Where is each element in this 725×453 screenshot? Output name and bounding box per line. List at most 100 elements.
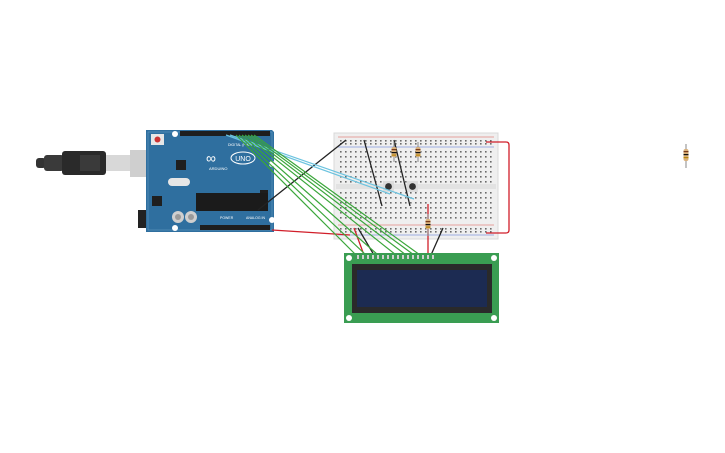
- breadboard-hole[interactable]: [380, 212, 382, 214]
- breadboard-hole[interactable]: [480, 192, 482, 194]
- breadboard-hole[interactable]: [350, 228, 352, 230]
- breadboard-hole[interactable]: [410, 166, 412, 168]
- breadboard-hole[interactable]: [365, 140, 367, 142]
- breadboard-hole[interactable]: [385, 197, 387, 199]
- breadboard-hole[interactable]: [410, 231, 412, 233]
- breadboard-hole[interactable]: [445, 212, 447, 214]
- breadboard-hole[interactable]: [480, 161, 482, 163]
- breadboard-hole[interactable]: [465, 151, 467, 153]
- breadboard-hole[interactable]: [445, 228, 447, 230]
- breadboard-hole[interactable]: [390, 151, 392, 153]
- breadboard-hole[interactable]: [450, 171, 452, 173]
- breadboard-hole[interactable]: [425, 202, 427, 204]
- breadboard-hole[interactable]: [445, 202, 447, 204]
- breadboard-hole[interactable]: [485, 156, 487, 158]
- breadboard-hole[interactable]: [405, 192, 407, 194]
- breadboard-hole[interactable]: [405, 228, 407, 230]
- breadboard-hole[interactable]: [390, 207, 392, 209]
- breadboard-hole[interactable]: [420, 166, 422, 168]
- breadboard-hole[interactable]: [440, 228, 442, 230]
- breadboard-hole[interactable]: [455, 231, 457, 233]
- breadboard-hole[interactable]: [410, 161, 412, 163]
- breadboard-hole[interactable]: [430, 140, 432, 142]
- breadboard-hole[interactable]: [360, 151, 362, 153]
- resistor-1[interactable]: [391, 142, 397, 162]
- breadboard-hole[interactable]: [395, 166, 397, 168]
- breadboard-hole[interactable]: [360, 161, 362, 163]
- breadboard-hole[interactable]: [365, 202, 367, 204]
- breadboard-hole[interactable]: [365, 161, 367, 163]
- breadboard-hole[interactable]: [350, 181, 352, 183]
- breadboard-hole[interactable]: [430, 143, 432, 145]
- breadboard-hole[interactable]: [400, 231, 402, 233]
- breadboard-hole[interactable]: [420, 212, 422, 214]
- breadboard-hole[interactable]: [415, 212, 417, 214]
- breadboard-hole[interactable]: [395, 231, 397, 233]
- breadboard-hole[interactable]: [480, 202, 482, 204]
- breadboard-hole[interactable]: [365, 143, 367, 145]
- breadboard-hole[interactable]: [385, 228, 387, 230]
- breadboard-hole[interactable]: [415, 143, 417, 145]
- breadboard-hole[interactable]: [425, 217, 427, 219]
- breadboard-hole[interactable]: [455, 156, 457, 158]
- breadboard-hole[interactable]: [435, 231, 437, 233]
- breadboard-hole[interactable]: [450, 161, 452, 163]
- breadboard-hole[interactable]: [415, 228, 417, 230]
- breadboard-hole[interactable]: [410, 217, 412, 219]
- breadboard-hole[interactable]: [410, 156, 412, 158]
- breadboard-hole[interactable]: [435, 192, 437, 194]
- breadboard-hole[interactable]: [460, 151, 462, 153]
- breadboard-hole[interactable]: [345, 217, 347, 219]
- breadboard-hole[interactable]: [470, 228, 472, 230]
- breadboard-hole[interactable]: [415, 192, 417, 194]
- breadboard-hole[interactable]: [380, 143, 382, 145]
- breadboard-hole[interactable]: [400, 156, 402, 158]
- breadboard-hole[interactable]: [370, 231, 372, 233]
- breadboard-hole[interactable]: [480, 197, 482, 199]
- breadboard-hole[interactable]: [490, 161, 492, 163]
- breadboard-hole[interactable]: [485, 161, 487, 163]
- breadboard-hole[interactable]: [370, 202, 372, 204]
- breadboard-hole[interactable]: [425, 231, 427, 233]
- breadboard-hole[interactable]: [345, 156, 347, 158]
- breadboard-hole[interactable]: [355, 161, 357, 163]
- breadboard-hole[interactable]: [425, 151, 427, 153]
- breadboard-hole[interactable]: [355, 176, 357, 178]
- breadboard-hole[interactable]: [340, 228, 342, 230]
- breadboard-hole[interactable]: [400, 202, 402, 204]
- breadboard-hole[interactable]: [400, 176, 402, 178]
- breadboard-hole[interactable]: [350, 192, 352, 194]
- breadboard-hole[interactable]: [365, 156, 367, 158]
- lcd-pin[interactable]: [392, 255, 394, 259]
- breadboard-hole[interactable]: [435, 161, 437, 163]
- breadboard-hole[interactable]: [400, 140, 402, 142]
- breadboard-hole[interactable]: [405, 231, 407, 233]
- breadboard-hole[interactable]: [400, 151, 402, 153]
- breadboard-hole[interactable]: [445, 161, 447, 163]
- breadboard-hole[interactable]: [390, 166, 392, 168]
- breadboard-hole[interactable]: [440, 151, 442, 153]
- lcd-pins[interactable]: [357, 255, 434, 259]
- breadboard-hole[interactable]: [460, 202, 462, 204]
- breadboard-hole[interactable]: [490, 197, 492, 199]
- breadboard-hole[interactable]: [435, 151, 437, 153]
- breadboard-hole[interactable]: [440, 217, 442, 219]
- breadboard-hole[interactable]: [490, 217, 492, 219]
- breadboard-hole[interactable]: [390, 212, 392, 214]
- breadboard-hole[interactable]: [445, 166, 447, 168]
- breadboard-hole[interactable]: [375, 217, 377, 219]
- breadboard-hole[interactable]: [480, 140, 482, 142]
- breadboard-hole[interactable]: [445, 143, 447, 145]
- breadboard-hole[interactable]: [420, 228, 422, 230]
- breadboard-hole[interactable]: [470, 202, 472, 204]
- breadboard-hole[interactable]: [485, 140, 487, 142]
- breadboard-hole[interactable]: [380, 140, 382, 142]
- breadboard-hole[interactable]: [420, 156, 422, 158]
- breadboard-hole[interactable]: [445, 217, 447, 219]
- breadboard-hole[interactable]: [345, 202, 347, 204]
- breadboard-hole[interactable]: [445, 197, 447, 199]
- lcd-pin[interactable]: [372, 255, 374, 259]
- breadboard-hole[interactable]: [485, 207, 487, 209]
- breadboard-hole[interactable]: [415, 207, 417, 209]
- breadboard-hole[interactable]: [490, 156, 492, 158]
